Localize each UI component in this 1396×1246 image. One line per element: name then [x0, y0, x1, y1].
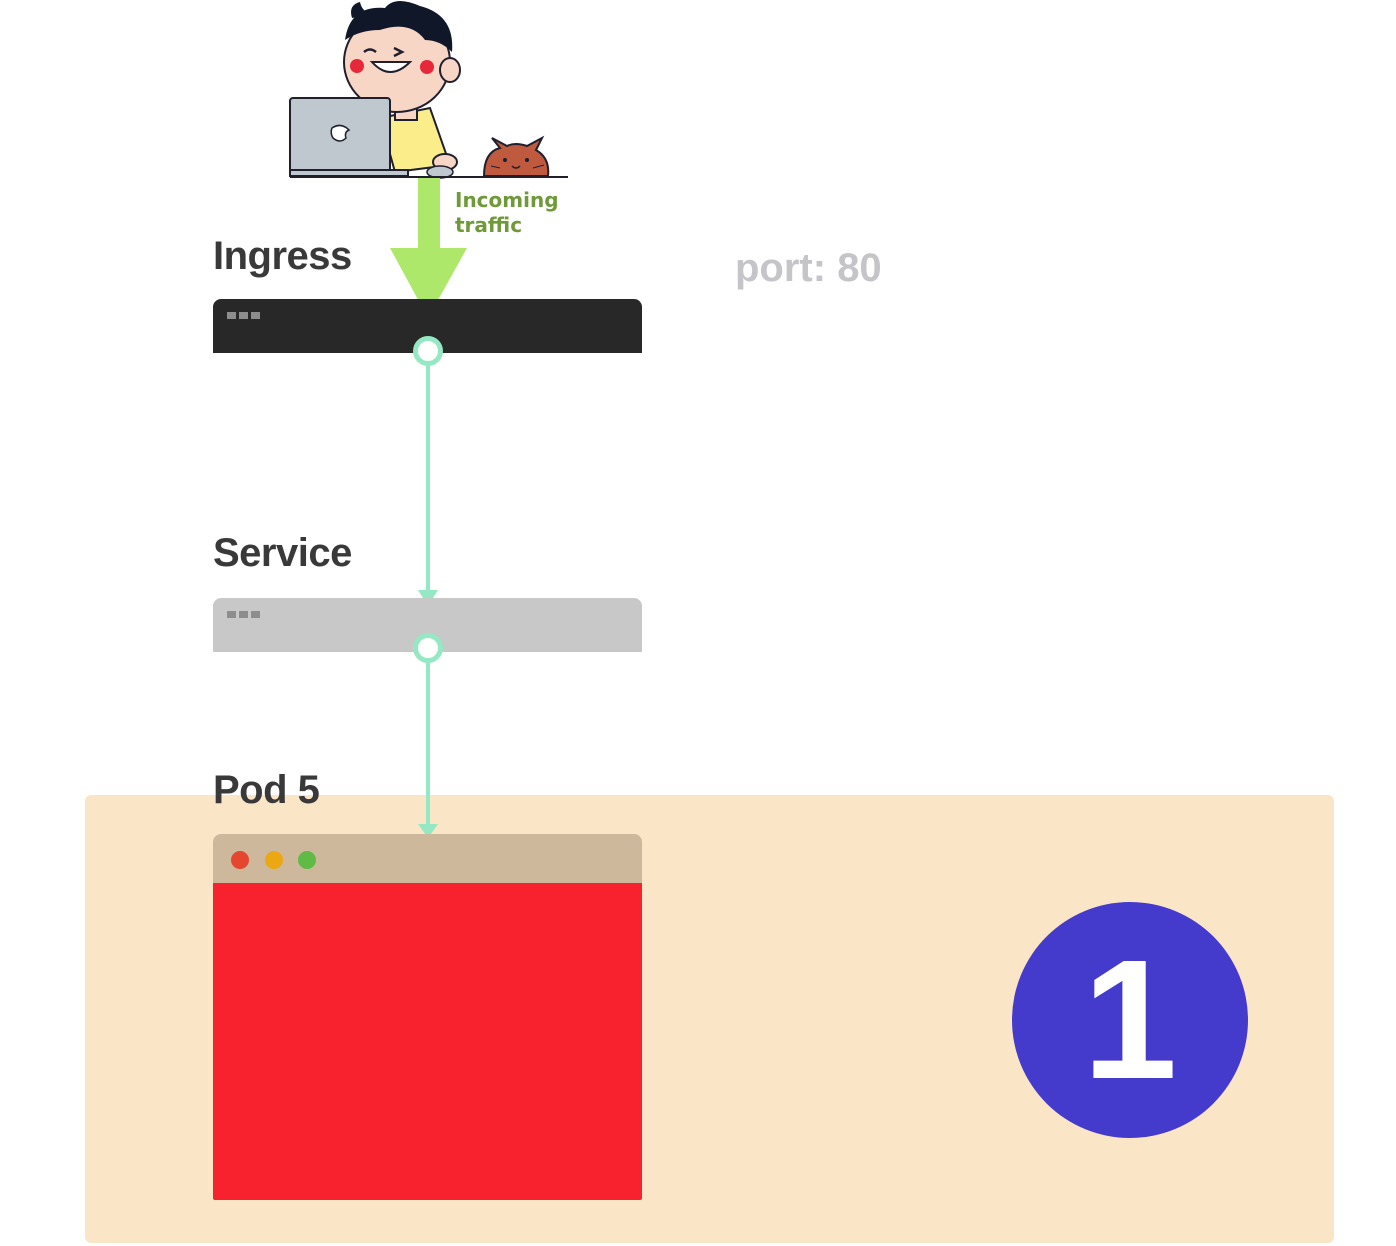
maximize-dot-icon: [298, 851, 316, 869]
ingress-title: Ingress: [213, 234, 352, 278]
service-port-circle: [413, 633, 443, 663]
cat-icon: [482, 135, 550, 177]
incoming-traffic-line1: Incoming: [455, 188, 559, 212]
ingress-port-circle: [413, 336, 443, 366]
pod-window-body: [213, 883, 642, 1200]
incoming-traffic-arrow: [390, 178, 467, 318]
service-bar-dots: [227, 611, 260, 618]
service-title: Service: [213, 531, 352, 575]
user-illustration: [289, 0, 568, 179]
connector-service-pod: [418, 660, 438, 838]
incoming-traffic-line2: traffic: [455, 213, 523, 237]
ingress-bar-dots: [227, 312, 260, 319]
minimize-dot-icon: [265, 851, 283, 869]
step-number-badge: 1: [1012, 902, 1248, 1138]
pod-title: Pod 5: [213, 768, 320, 812]
pod-window: [213, 834, 642, 1200]
pod-window-titlebar: [213, 834, 642, 883]
port-label: port: 80: [735, 246, 882, 290]
close-dot-icon: [231, 851, 249, 869]
incoming-traffic-label: Incoming traffic: [455, 188, 605, 238]
